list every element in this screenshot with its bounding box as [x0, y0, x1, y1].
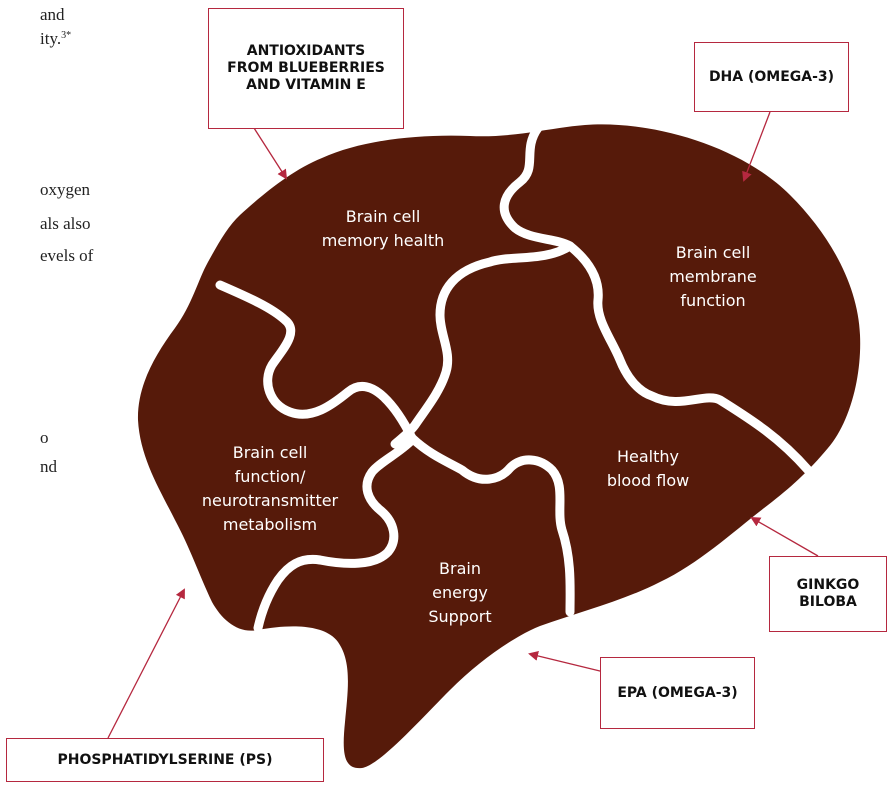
callout-ps: PHOSPHATIDYLSERINE (PS): [6, 738, 324, 782]
arrow-ginkgo: [750, 517, 819, 557]
callout-dha: DHA (OMEGA-3): [694, 42, 849, 112]
body-text-line: evels of: [40, 246, 94, 265]
arrow-ps: [107, 588, 185, 739]
arrow-epa: [528, 651, 605, 673]
body-text-line: nd: [40, 457, 57, 476]
arrow-dha: [742, 111, 771, 182]
brain-silhouette: [137, 124, 861, 769]
callout-epa: EPA (OMEGA-3): [600, 657, 755, 729]
body-text-line: ity.3*: [40, 29, 72, 48]
arrow-antioxidants: [253, 127, 288, 180]
body-text-line: o: [40, 428, 49, 447]
body-text-line: als also: [40, 214, 91, 233]
body-text-line: oxygen: [40, 180, 91, 199]
callout-ginkgo: GINKGO BILOBA: [769, 556, 887, 632]
body-text-line: and: [40, 5, 65, 24]
puzzle-gaps: [215, 123, 813, 633]
callout-antioxidants: ANTIOXIDANTS FROM BLUEBERRIES AND VITAMI…: [208, 8, 404, 129]
callout-arrows: [107, 111, 819, 739]
